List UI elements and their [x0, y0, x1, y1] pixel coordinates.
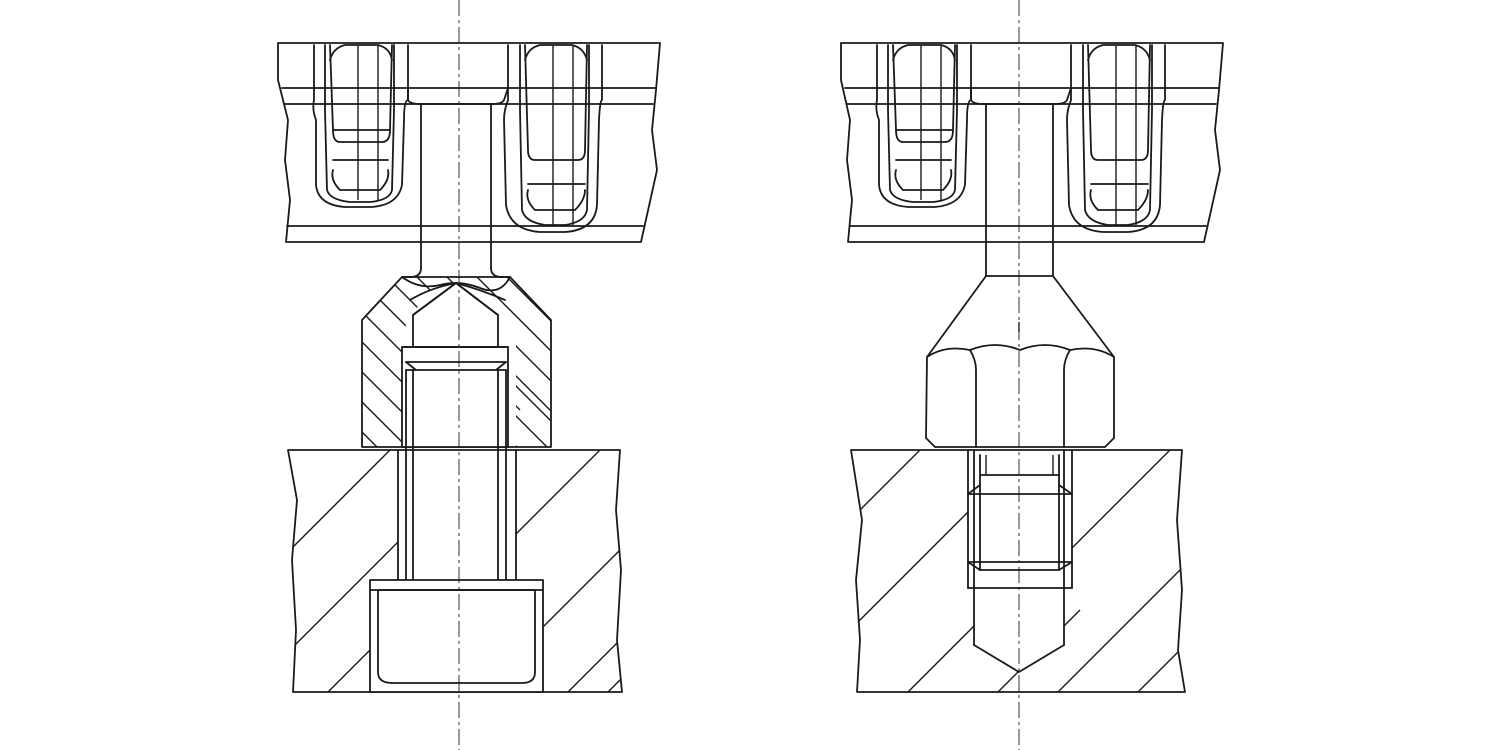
left-lower-block: [287, 449, 623, 693]
left-bolt: [401, 282, 509, 581]
right-figure: [840, 0, 1224, 750]
right-top-plate: [840, 42, 1224, 243]
left-stem: [401, 103, 511, 278]
right-stem: [926, 103, 1115, 358]
right-hex-nut: [925, 344, 1115, 448]
right-lower-block: [850, 449, 1186, 693]
left-top-plate: [277, 42, 661, 243]
left-figure: [277, 0, 661, 750]
